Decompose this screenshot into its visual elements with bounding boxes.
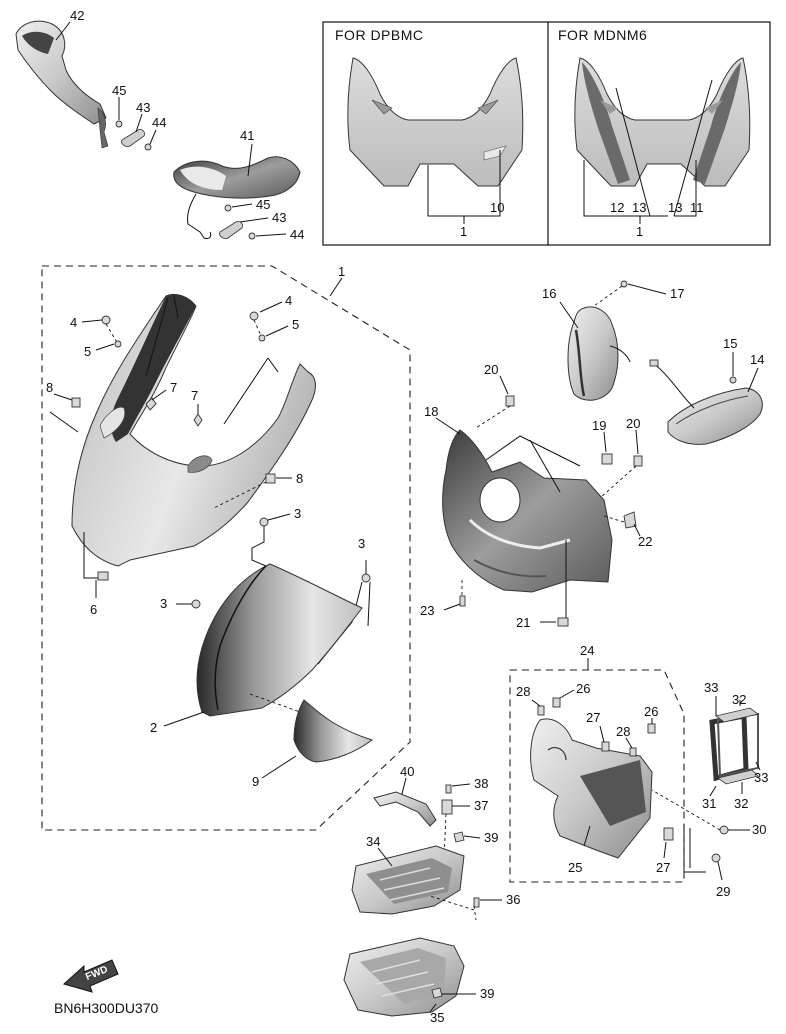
callout-21: 21 [516, 615, 530, 630]
variant-header-dpbmc: FOR DPBMC [335, 27, 424, 43]
callout-4-left: 4 [70, 315, 77, 330]
callout-9: 9 [252, 774, 259, 789]
seal-frame-group: 33 32 31 32 33 [702, 680, 768, 811]
callout-37: 37 [474, 798, 488, 813]
callout-42: 42 [70, 8, 84, 23]
callout-12: 12 [610, 200, 624, 215]
callout-43-upper: 43 [136, 100, 150, 115]
callout-27-upper: 27 [586, 710, 600, 725]
stripe-decal-12 [582, 62, 630, 184]
under-panel-group: 40 38 37 39 34 36 39 35 [343, 764, 520, 1025]
callout-20-upper: 20 [484, 362, 498, 377]
callout-11: 11 [690, 200, 704, 215]
callout-27-lower: 27 [656, 860, 670, 875]
callout-6: 6 [90, 602, 97, 617]
callout-15: 15 [723, 336, 737, 351]
callout-1-assembly: 1 [338, 264, 345, 279]
callout-28-mid: 28 [616, 724, 630, 739]
callout-19: 19 [592, 418, 606, 433]
fairing-assembly-1: 1 4 5 4 5 8 7 7 8 [41, 264, 411, 831]
callout-26-right: 26 [644, 704, 658, 719]
callout-18: 18 [424, 404, 438, 419]
callout-8-right: 8 [296, 471, 303, 486]
seal-32-lower [717, 769, 759, 785]
callout-7-left: 7 [170, 380, 177, 395]
callout-16: 16 [542, 286, 556, 301]
callout-32-lower: 32 [734, 796, 748, 811]
callout-33-upper: 33 [704, 680, 718, 695]
callout-45-lower: 45 [256, 197, 270, 212]
callout-34: 34 [366, 834, 380, 849]
callout-44-lower: 44 [290, 227, 304, 242]
callout-30: 30 [752, 822, 766, 837]
mirror-gasket-43 [121, 129, 145, 147]
headlight-unit-16 [567, 306, 619, 401]
callout-45-upper: 45 [112, 83, 126, 98]
callout-13-left: 13 [632, 200, 646, 215]
callout-3-left: 3 [160, 596, 167, 611]
callout-44-upper: 44 [152, 115, 166, 130]
seal-frame-31 [709, 713, 749, 782]
callout-31: 31 [702, 796, 716, 811]
callout-17: 17 [670, 286, 684, 301]
callout-1-mdnm6: 1 [636, 224, 643, 239]
callout-28-left: 28 [516, 684, 530, 699]
callout-36: 36 [506, 892, 520, 907]
air-duct-assembly-24: 24 25 28 26 27 28 26 27 30 29 [509, 643, 766, 899]
callout-35: 35 [430, 1010, 444, 1025]
callout-25: 25 [568, 860, 582, 875]
callout-39-lower: 39 [480, 986, 494, 1001]
callout-13-right: 13 [668, 200, 682, 215]
bracket-40 [373, 791, 437, 827]
fwd-arrow-icon: FWD [62, 959, 119, 993]
stripe-decal-11 [693, 62, 741, 184]
windscreen-2 [196, 563, 363, 717]
mirror-gasket-43b [219, 221, 243, 239]
callout-39-upper: 39 [484, 830, 498, 845]
mirror-left-group: 42 45 43 44 [15, 8, 166, 151]
callout-24: 24 [580, 643, 594, 658]
callout-29: 29 [716, 884, 730, 899]
position-light-14 [667, 387, 763, 445]
callout-26-upper: 26 [576, 681, 590, 696]
inner-panel-9 [293, 699, 374, 763]
headlight-stay-group: 16 17 14 15 18 20 19 20 [420, 280, 764, 630]
callout-5-left: 5 [84, 344, 91, 359]
variant-box: FOR DPBMC FOR MDNM6 10 1 12 13 13 11 1 [322, 21, 771, 246]
callout-23: 23 [420, 603, 434, 618]
upper-cowl-1 [71, 293, 316, 567]
forward-indicator: FWD BN6H300DU370 [54, 959, 158, 1016]
callout-3-top: 3 [294, 506, 301, 521]
callout-40: 40 [400, 764, 414, 779]
callout-22: 22 [638, 534, 652, 549]
callout-10: 10 [490, 200, 504, 215]
diagram-code: BN6H300DU370 [54, 1000, 158, 1016]
seal-32-upper [715, 707, 759, 723]
callout-1: 1 [460, 224, 467, 239]
callout-5-right: 5 [292, 317, 299, 332]
callout-33-lower: 33 [754, 770, 768, 785]
variant-header-mdnm6: FOR MDNM6 [558, 27, 647, 43]
cowling-stay-18 [442, 429, 613, 593]
callout-32-upper: 32 [732, 692, 746, 707]
callout-2: 2 [150, 720, 157, 735]
callout-8-left: 8 [46, 380, 53, 395]
callout-7-right: 7 [191, 388, 198, 403]
callout-20-right: 20 [626, 416, 640, 431]
upper-fairing-dpbmc [347, 57, 524, 187]
callout-38: 38 [474, 776, 488, 791]
callout-43-lower: 43 [272, 210, 286, 225]
callout-3-right: 3 [358, 536, 365, 551]
callout-41: 41 [240, 128, 254, 143]
callout-4-right: 4 [285, 293, 292, 308]
mirror-right-group: 41 45 43 44 [173, 128, 304, 242]
callout-14: 14 [750, 352, 764, 367]
